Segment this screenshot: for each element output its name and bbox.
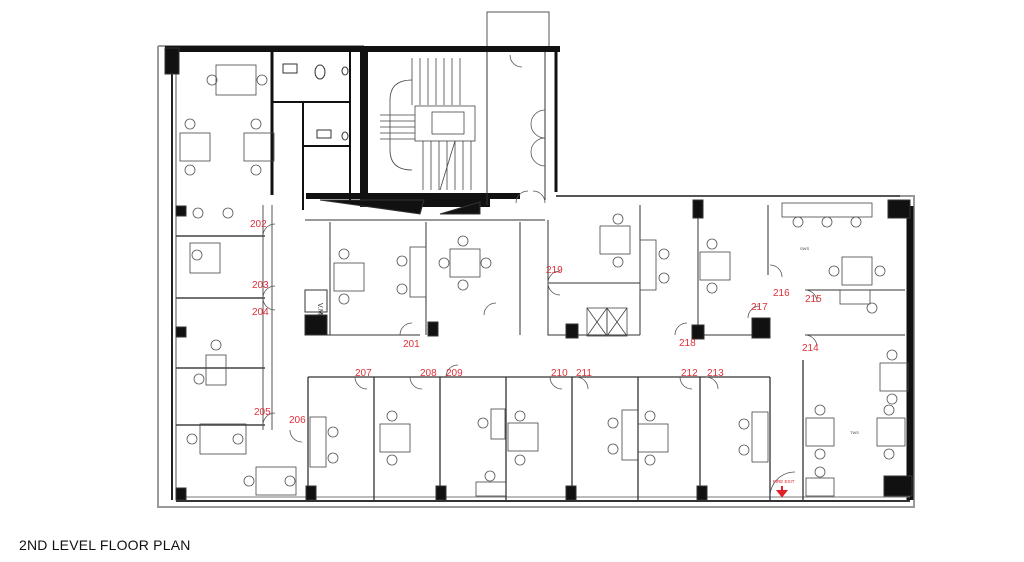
fire-exit-label: FIRE EXIT xyxy=(773,479,795,484)
room-label-217: 217 xyxy=(751,302,768,313)
balcony xyxy=(486,11,550,50)
exit-arrow-icon xyxy=(775,486,789,498)
room-label-216: 216 xyxy=(773,288,790,299)
room-label-201: 201 xyxy=(403,339,420,350)
room-label-212: 212 xyxy=(681,368,698,379)
room-number-labels: 201 202 203 204 205 206 207 208 209 210 211 212 213 2… xyxy=(250,219,822,426)
restroom-walls xyxy=(272,52,351,210)
room-label-206: 206 xyxy=(289,415,306,426)
vending-machine-label: V.M. xyxy=(316,303,323,317)
room-label-203: 203 xyxy=(252,280,269,291)
sws-label: SWS xyxy=(800,246,809,251)
room-label-211: 211 xyxy=(576,368,592,379)
room-label-218: 218 xyxy=(679,338,696,349)
elevators xyxy=(586,307,628,337)
room-label-204: 204 xyxy=(252,307,269,318)
room-label-219: 219 xyxy=(546,265,563,276)
room-label-202: 202 xyxy=(250,219,267,230)
room-label-205: 205 xyxy=(254,407,271,418)
room-label-208: 208 xyxy=(420,368,437,379)
staircase xyxy=(380,58,476,191)
room-label-207: 207 xyxy=(355,368,372,379)
south-office-walls xyxy=(307,360,804,500)
tws-label: TWS xyxy=(850,430,859,435)
room-label-209: 209 xyxy=(446,368,463,379)
fire-exit-marker: FIRE EXIT xyxy=(773,479,795,498)
furniture xyxy=(179,64,909,497)
room-label-213: 213 xyxy=(707,368,724,379)
room-label-215: 215 xyxy=(805,294,822,305)
room-label-214: 214 xyxy=(802,343,819,354)
page-title: 2ND LEVEL FLOOR PLAN xyxy=(19,537,191,553)
room-label-210: 210 xyxy=(551,368,568,379)
